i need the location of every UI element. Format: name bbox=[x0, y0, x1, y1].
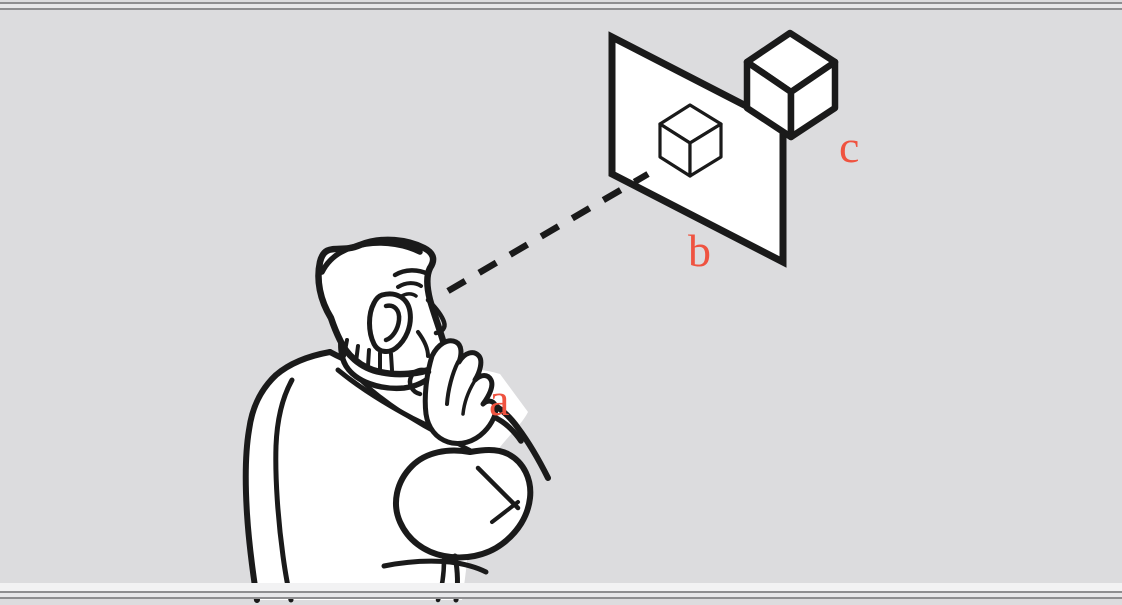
observer-ear-inner bbox=[383, 303, 402, 343]
bottom-white-band bbox=[0, 583, 1122, 591]
observer-hairline bbox=[319, 240, 423, 275]
observer-thumb bbox=[407, 367, 432, 397]
top-rule-upper bbox=[0, 2, 1122, 4]
projected-cube-right-face bbox=[688, 122, 723, 178]
object-cube-group bbox=[743, 29, 839, 141]
observer-eyebrow-2 bbox=[396, 281, 423, 289]
label-a: a bbox=[489, 374, 510, 425]
object-cube-right-face bbox=[787, 58, 839, 141]
observer-eyebrow-1 bbox=[392, 268, 431, 278]
observer-figure-group bbox=[242, 236, 551, 603]
observer-finger-line-1 bbox=[445, 360, 460, 406]
observer-coat-left-outline bbox=[242, 349, 333, 603]
observer-upper-arm bbox=[393, 447, 534, 561]
observer-coat-left-fold bbox=[273, 377, 295, 603]
label-b: b bbox=[688, 225, 711, 276]
bottom-rule-gap bbox=[0, 593, 1122, 597]
observer-nose-profile bbox=[425, 297, 447, 336]
observer-ear bbox=[367, 291, 413, 354]
sight-line-dashed bbox=[446, 171, 650, 294]
top-rule-lower bbox=[0, 8, 1122, 10]
observer-elbow-crease-2 bbox=[490, 500, 520, 524]
observer-cheek-line bbox=[416, 330, 430, 358]
bottom-rule-upper bbox=[0, 591, 1122, 593]
top-rule-gap bbox=[0, 4, 1122, 8]
bottom-rule-lower bbox=[0, 597, 1122, 599]
projected-cube-group bbox=[658, 103, 723, 178]
observer-coat-hem bbox=[381, 558, 489, 575]
observer-stubble-ticks bbox=[342, 338, 394, 372]
label-c: c bbox=[839, 121, 860, 172]
observer-finger-line-2 bbox=[461, 380, 476, 416]
observer-hand bbox=[422, 338, 499, 447]
